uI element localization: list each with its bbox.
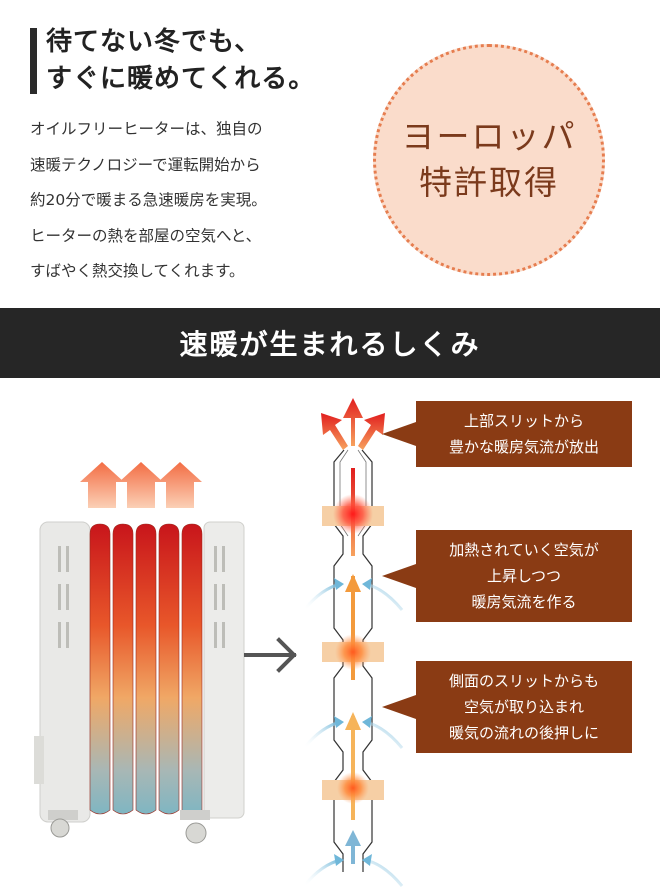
description-line: オイルフリーヒーターは、独自の: [30, 120, 263, 138]
callout-line: 空気が取り込まれ: [463, 698, 584, 716]
description-line: すばやく熱交換してくれます。: [30, 262, 245, 280]
mechanism-illustration: [34, 398, 404, 887]
callout-line: 暖気の流れの後押しに: [448, 724, 599, 742]
callout-rising-air: 加熱されていく空気が 上昇しつつ 暖房気流を作る: [382, 530, 632, 622]
section-title-band: 速暖が生まれるしくみ: [0, 308, 660, 378]
headline-line-2: すぐに暖めてくれる。: [46, 64, 316, 94]
description-line: ヒーターの熱を部屋の空気へと、: [30, 226, 262, 245]
mechanism-section: 上部スリットから 豊かな暖房気流が放出 加熱されていく空気が 上昇しつつ 暖房気…: [0, 378, 660, 895]
description: オイルフリーヒーターは、独自の 速暖テクノロジーで運転開始から 約20分で暖まる…: [30, 112, 267, 290]
headline-accent-bar: [30, 28, 37, 94]
callout-side-slit: 側面のスリットからも 空気が取り込まれ 暖気の流れの後押しに: [382, 661, 632, 753]
arrow-right-icon: [244, 637, 297, 673]
badge-line-1: ヨーロッパ: [401, 117, 577, 156]
callout-line: 側面のスリットからも: [448, 672, 599, 690]
patent-badge: ヨーロッパ 特許取得: [373, 44, 605, 276]
callout-line: 暖房気流を作る: [471, 593, 577, 611]
callout-line: 加熱されていく空気が: [449, 541, 599, 559]
rising-heat-arrows: [80, 462, 202, 508]
callout-line: 豊かな暖房気流が放出: [448, 438, 599, 456]
callout-top-slit: 上部スリットから 豊かな暖房気流が放出: [382, 401, 632, 467]
oil-free-heater-image: [34, 521, 245, 844]
airflow-diagram: [302, 398, 404, 887]
callout-line: 上昇しつつ: [486, 567, 562, 585]
hero-section: 待てない冬でも、 すぐに暖めてくれる。 オイルフリーヒーターは、独自の 速暖テク…: [0, 0, 660, 308]
description-line: 速暖テクノロジーで運転開始から: [30, 155, 261, 174]
callout-line: 上部スリットから: [463, 412, 584, 430]
headline: 待てない冬でも、 すぐに暖めてくれる。: [46, 24, 315, 98]
badge-line-2: 特許取得: [419, 163, 559, 202]
headline-line-1: 待てない冬でも、: [46, 27, 262, 57]
description-line: 約20分で暖まる急速暖房を実現。: [30, 191, 267, 209]
section-title: 速暖が生まれるしくみ: [179, 328, 481, 361]
